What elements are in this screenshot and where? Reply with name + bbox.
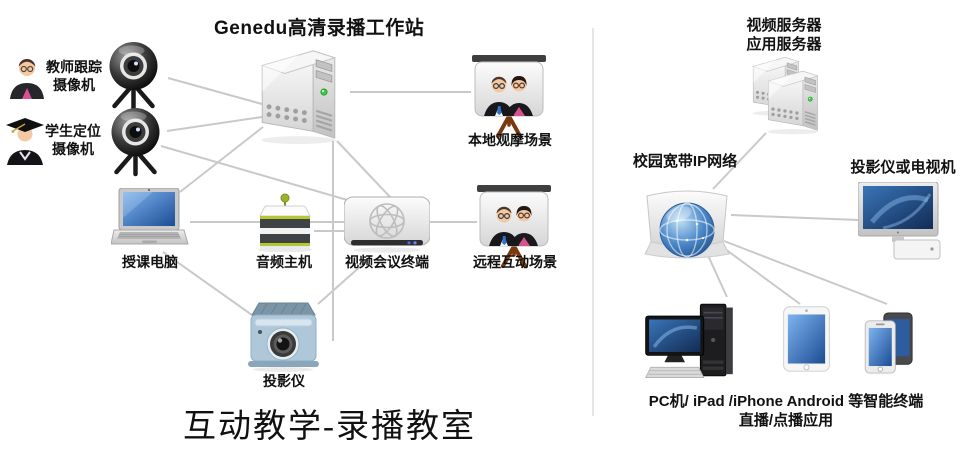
recording-workstation-icon [250,45,347,145]
phones-icon [864,312,916,374]
teacher-avatar-icon [7,54,47,100]
connection-teacher-camera-to-workstation [167,77,263,105]
campus-network-label: 校园宽带IP网络 [632,153,738,170]
projector-label: 投影仪 [263,373,305,389]
section-divider [592,28,594,416]
servers-label: 视频服务器 应用服务器 [746,17,822,53]
vc-terminal-label: 视频会议终端 [345,254,429,270]
remote-scene-label: 远程互动场景 [473,254,557,270]
pc-icon [639,299,748,381]
vc-terminal-icon [344,195,430,253]
connection-workstation-to-teaching-computer [179,126,264,193]
student-avatar-icon [3,116,47,166]
tv-label: 投影仪或电视机 [850,159,956,176]
connection-campus-network-to-tv [730,214,860,221]
ipad-icon [780,306,833,372]
local-scene-label: 本地观摩场景 [468,132,552,148]
connection-teaching-computer-to-projector [162,251,253,316]
connection-campus-network-to-pc [705,250,728,298]
tv-icon [858,182,942,260]
servers-icon [748,54,826,138]
connection-campus-network-to-ipad [716,242,801,305]
audio-host-icon [254,192,316,252]
classroom-caption: 互动教学-录播教室 [183,409,476,445]
projector-icon [247,302,320,372]
student-camera-icon [103,106,169,178]
student-camera-label: 学生定位 摄像机 [45,123,101,157]
local-scene-icon [471,52,547,138]
connection-student-camera-to-workstation [166,116,263,132]
workstation-title: Genedu高清录播工作站 [214,18,425,39]
teacher-camera-label: 教师跟踪 摄像机 [46,59,102,93]
connection-campus-network-to-phones [723,240,888,305]
teaching-computer-label: 授课电脑 [122,254,178,270]
connection-servers-to-campus-network [712,132,767,190]
connection-vc-terminal-to-projector [317,256,372,305]
connection-workstation-to-vc-terminal [336,140,392,199]
audio-host-label: 音频主机 [256,254,312,270]
devices-label: PC机/ iPad /iPhone Android 等智能终端 直播/点播应用 [648,393,924,429]
campus-network-icon [641,180,733,268]
teaching-computer-icon [111,188,189,252]
